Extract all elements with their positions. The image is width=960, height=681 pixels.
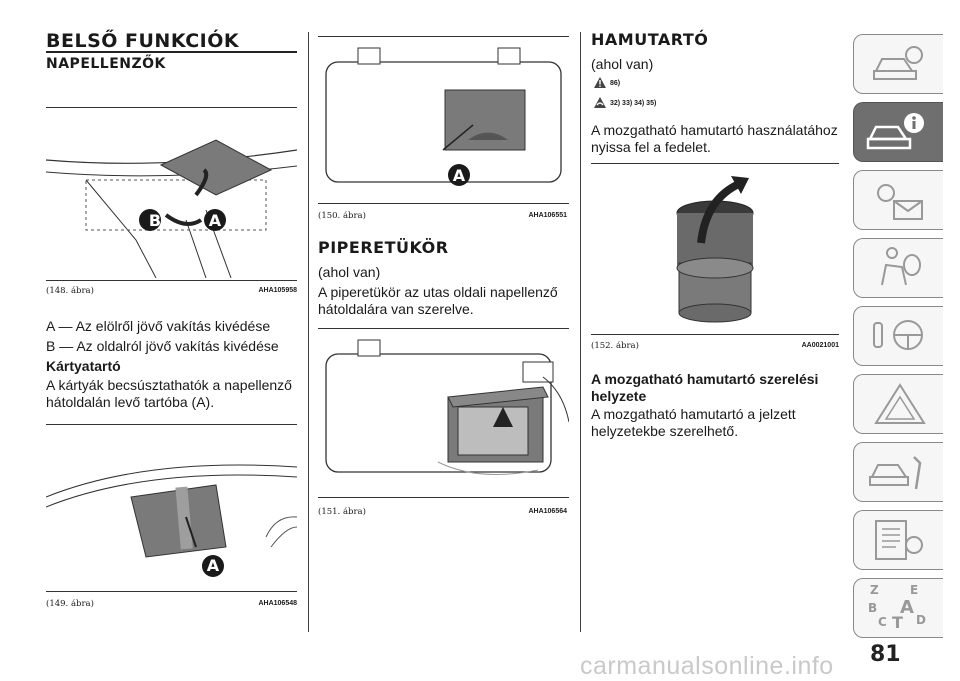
figure-148-label: (148. ábra) (46, 286, 94, 296)
figure-148-callout-b: B (148, 211, 162, 230)
index-letter-b: B (868, 601, 878, 615)
figure-150-top-rule (318, 36, 569, 37)
figure-149-card-holder-illustration (46, 464, 297, 577)
ashtray-position-text-2: helyzetekbe szerelhető. (591, 423, 739, 439)
warning-reference-2: 32) 33) 34) 35) (610, 100, 657, 107)
tab-safety[interactable] (853, 238, 943, 298)
warning-lights-icon (877, 184, 923, 220)
starting-driving-icon (873, 320, 923, 350)
tab-maintenance[interactable] (853, 442, 943, 502)
figure-150-label: (150. ábra) (318, 211, 366, 221)
figure-149-callout-a: A (206, 556, 220, 575)
figure-151-code: AHA106564 (528, 508, 567, 515)
tab-starting-driving[interactable] (853, 306, 943, 366)
section-title-ashtray: HAMUTARTÓ (591, 30, 709, 49)
figure-150-callout-a: A (452, 166, 466, 185)
ashtray-where: (ahol van) (591, 56, 654, 72)
warning-triangle-icon (594, 77, 606, 88)
figure-151-top-rule (318, 328, 569, 329)
figure-152-label: (152. ábra) (591, 341, 639, 351)
figure-148-callout-a: A (208, 211, 222, 230)
figure-150-bottom-rule (318, 203, 569, 204)
card-holder-text-1: A kártyák becsúsztathatók a napellenző (46, 377, 292, 393)
technical-data-icon (875, 520, 923, 560)
item-b: B — Az oldalról jövő vakítás kivédése (46, 338, 279, 354)
figure-150-visor-with-mirror-illustration (325, 47, 562, 186)
vanity-text-1: A piperetükör az utas oldali napellenző (318, 284, 558, 300)
section-title-vanity-mirror: PIPERETÜKÖR (318, 238, 449, 257)
figure-148-code: AHA105958 (258, 287, 297, 294)
index-letter-t: T (892, 613, 903, 632)
tab-technical-data[interactable] (853, 510, 943, 570)
tab-vehicle-info[interactable] (853, 102, 943, 162)
figure-149-bottom-rule (46, 591, 297, 592)
tab-emergency[interactable] (853, 374, 943, 434)
figure-151-mirror-open-illustration (325, 339, 569, 475)
index-icon: Z E B A C T D (868, 583, 934, 635)
tab-vehicle-overview[interactable] (853, 34, 943, 94)
ashtray-text-1: A mozgatható hamutartó használatához (591, 122, 838, 138)
page-title: BELSŐ FUNKCIÓK (46, 30, 240, 52)
figure-148-top-rule (46, 107, 297, 108)
title-rule (46, 51, 297, 53)
warning-reference-1: 86) (610, 80, 621, 87)
car-service-icon (869, 456, 922, 490)
figure-152-code: AA0021001 (801, 342, 839, 349)
ashtray-position-text-1: A mozgatható hamutartó a jelzett (591, 406, 796, 422)
index-letter-c: C (878, 615, 887, 629)
section-title-sun-visors: NAPELLENZŐK (46, 56, 166, 72)
ashtray-text-2: nyissa fel a fedelet. (591, 139, 711, 155)
figure-149-code: AHA106548 (258, 600, 297, 607)
tab-index[interactable]: Z E B A C T D (853, 578, 943, 638)
index-letter-z: Z (870, 583, 879, 597)
watermark: carmanualsonline.info (580, 652, 834, 680)
figure-152-top-rule (591, 163, 839, 164)
figure-151-bottom-rule (318, 497, 569, 498)
caution-triangle-icon (594, 97, 606, 108)
index-letter-e: E (910, 583, 919, 597)
column-divider-2 (580, 32, 581, 632)
figure-151-label: (151. ábra) (318, 507, 366, 517)
figure-148-sun-visor-illustration (46, 139, 297, 278)
figure-152-bottom-rule (591, 334, 839, 335)
index-letter-a: A (900, 597, 914, 618)
car-search-icon (873, 46, 923, 80)
ashtray-position-heading-1: A mozgatható hamutartó szerelési (591, 371, 819, 387)
figure-149-top-rule (46, 424, 297, 425)
figure-148-bottom-rule (46, 280, 297, 281)
tab-warning-lights[interactable] (853, 170, 943, 230)
car-info-icon (866, 113, 924, 150)
ashtray-position-heading-2: helyzete (591, 388, 647, 404)
figure-149-label: (149. ábra) (46, 599, 94, 609)
index-letter-d: D (916, 613, 926, 627)
figure-152-ashtray-illustration (676, 176, 754, 323)
vanity-where: (ahol van) (318, 264, 381, 280)
column-divider-1 (308, 32, 309, 632)
item-a: A — Az elölről jövő vakítás kivédése (46, 318, 271, 334)
card-holder-text-2: hátoldalán levő tartóba (A). (46, 394, 215, 410)
vanity-text-2: hátoldalára van szerelve. (318, 301, 474, 317)
page-number: 81 (870, 642, 901, 667)
figure-150-code: AHA106551 (528, 212, 567, 219)
emergency-triangle-icon (874, 383, 926, 424)
airbag-seat-icon (881, 247, 921, 286)
card-holder-heading: Kártyatartó (46, 358, 121, 374)
